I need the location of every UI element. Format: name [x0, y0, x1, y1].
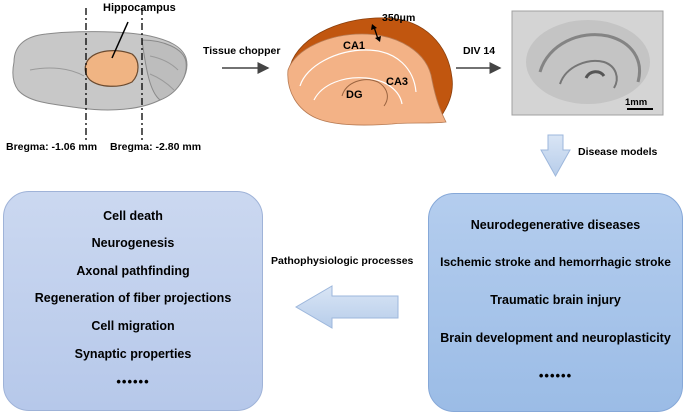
bregma-2-label: Bregma: -2.80 mm — [110, 141, 202, 153]
brain-fold-2 — [149, 55, 179, 71]
disease-models-label: Disease models — [578, 146, 658, 158]
ellipsis-dots: •••••• — [538, 368, 573, 384]
cultured-slice-photo — [511, 10, 664, 116]
ca1-label: CA1 — [343, 40, 366, 52]
hippocampal-slice — [287, 17, 453, 126]
rat-brain-illustration — [12, 8, 188, 140]
hippocampus-label: Hippocampus — [103, 2, 176, 14]
pathophysiologic-processes-box: Cell death Neurogenesis Axonal pathfindi… — [3, 191, 263, 411]
thickness-label: 350μm — [382, 12, 416, 24]
dg-label: DG — [346, 89, 363, 101]
ca3-label: CA3 — [386, 76, 409, 88]
disease-item: Ischemic stroke and hemorrhagic stroke — [440, 255, 671, 270]
brain-fold-1 — [29, 67, 85, 77]
disease-item: Brain development and neuroplasticity — [440, 330, 671, 345]
bregma-1-label: Bregma: -1.06 mm — [6, 141, 98, 153]
slice-inner-line-1 — [299, 49, 417, 93]
brain-fold-3 — [149, 73, 175, 91]
scale-bar-label: 1mm — [625, 97, 648, 108]
down-arrow — [540, 134, 571, 178]
ellipsis-dots: •••••• — [116, 374, 150, 390]
slice-inner-line-2 — [313, 77, 403, 105]
process-item: Regeneration of fiber projections — [34, 291, 232, 306]
cerebellum — [141, 39, 187, 101]
pathophysiologic-label: Pathophysiologic processes — [271, 255, 414, 267]
thickness-arrow — [373, 26, 379, 40]
process-item: Cell migration — [91, 319, 175, 334]
dentate-gyrus — [341, 79, 388, 107]
tissue-chopper-label: Tissue chopper — [203, 45, 281, 57]
process-item: Synaptic properties — [74, 346, 192, 361]
disease-item: Neurodegenerative diseases — [470, 217, 641, 232]
process-item: Neurogenesis — [91, 236, 175, 251]
process-item: Axonal pathfinding — [76, 263, 190, 278]
disease-models-box: Neurodegenerative diseases Ischemic stro… — [428, 193, 683, 412]
hippocampus-region — [84, 50, 139, 87]
disease-item: Traumatic brain injury — [490, 292, 621, 307]
div-label: DIV 14 — [463, 45, 496, 57]
process-item: Cell death — [103, 208, 163, 223]
hippocampus-pointer — [111, 21, 129, 59]
left-arrow — [295, 285, 399, 329]
